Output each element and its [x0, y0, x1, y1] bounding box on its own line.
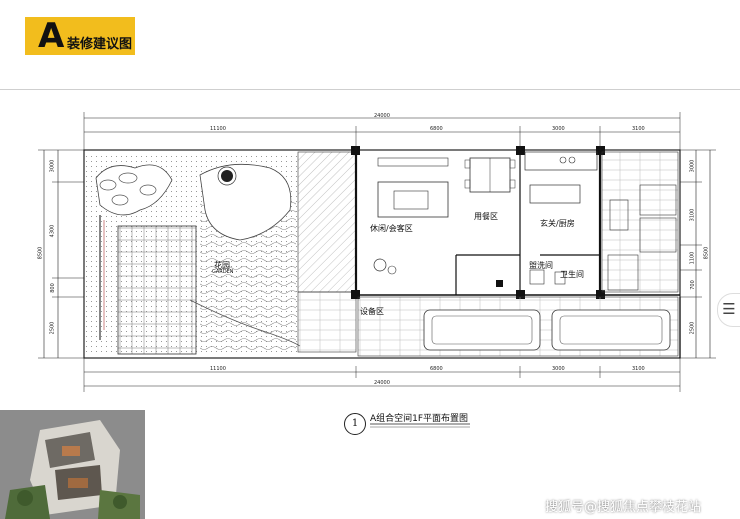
room-label-garden-en: GARDEN [212, 269, 234, 275]
dim-bottom-4: 3100 [632, 366, 645, 372]
menu-icon: ☰ [722, 300, 736, 318]
garden-stone-path [95, 164, 173, 216]
kitchen-island [529, 184, 581, 204]
kitchen-counter [524, 151, 598, 171]
dim-right-1: 3000 [689, 159, 696, 173]
dim-right-5: 2500 [689, 321, 696, 335]
garden-deck [117, 225, 197, 355]
room-label-laundry: 盥洗间 [529, 261, 553, 270]
dim-bottom-3: 3000 [552, 366, 565, 372]
car-left [423, 309, 541, 351]
coffee-table [393, 190, 429, 210]
room-label-entry-kitchen: 玄关/厨房 [540, 219, 575, 228]
header-badge [25, 17, 135, 55]
dim-bottom-total: 24000 [374, 380, 390, 386]
sofa [377, 181, 449, 218]
building-render-thumbnail [0, 410, 145, 519]
dim-bottom-1: 11100 [210, 366, 226, 372]
dim-left-4: 2500 [49, 321, 56, 335]
dim-left-total: 8500 [37, 246, 44, 260]
header-divider [0, 89, 740, 90]
dim-left-1: 3000 [49, 159, 56, 173]
side-menu-button[interactable]: ☰ [717, 293, 740, 327]
dim-bottom-2: 6800 [430, 366, 443, 372]
header-letter: A [38, 16, 65, 56]
dim-right-2: 3100 [689, 208, 696, 222]
dim-right-4: 700 [689, 280, 696, 290]
watermark: 搜狐号@搜狐焦点攀枝花站 [545, 500, 702, 515]
dim-right-total: 8500 [703, 246, 710, 260]
drawing-number: 1 [344, 413, 366, 435]
stone-feature-wall [297, 151, 357, 293]
room-label-lounge: 休闲/会客区 [370, 224, 413, 233]
drawing-caption: A组合空间1F平面布置图 [370, 414, 469, 424]
page-title: 装修建议图 [67, 37, 133, 52]
dim-top-2: 6800 [430, 126, 443, 132]
room-label-garden: 花园 [214, 261, 230, 270]
dim-top-3: 3000 [552, 126, 565, 132]
car-right [551, 309, 671, 351]
room-label-equipment: 设备区 [360, 307, 384, 316]
garden-tree [221, 170, 233, 182]
dim-right-3: 1100 [689, 251, 696, 265]
dim-left-3: 800 [49, 283, 56, 293]
room-label-bathroom: 卫生间 [560, 270, 584, 279]
dim-left-2: 4300 [49, 224, 56, 238]
room-label-dining: 用餐区 [474, 212, 498, 221]
dim-top-1: 11100 [210, 126, 226, 132]
dim-top-total: 24000 [374, 113, 390, 119]
dim-top-4: 3100 [632, 126, 645, 132]
